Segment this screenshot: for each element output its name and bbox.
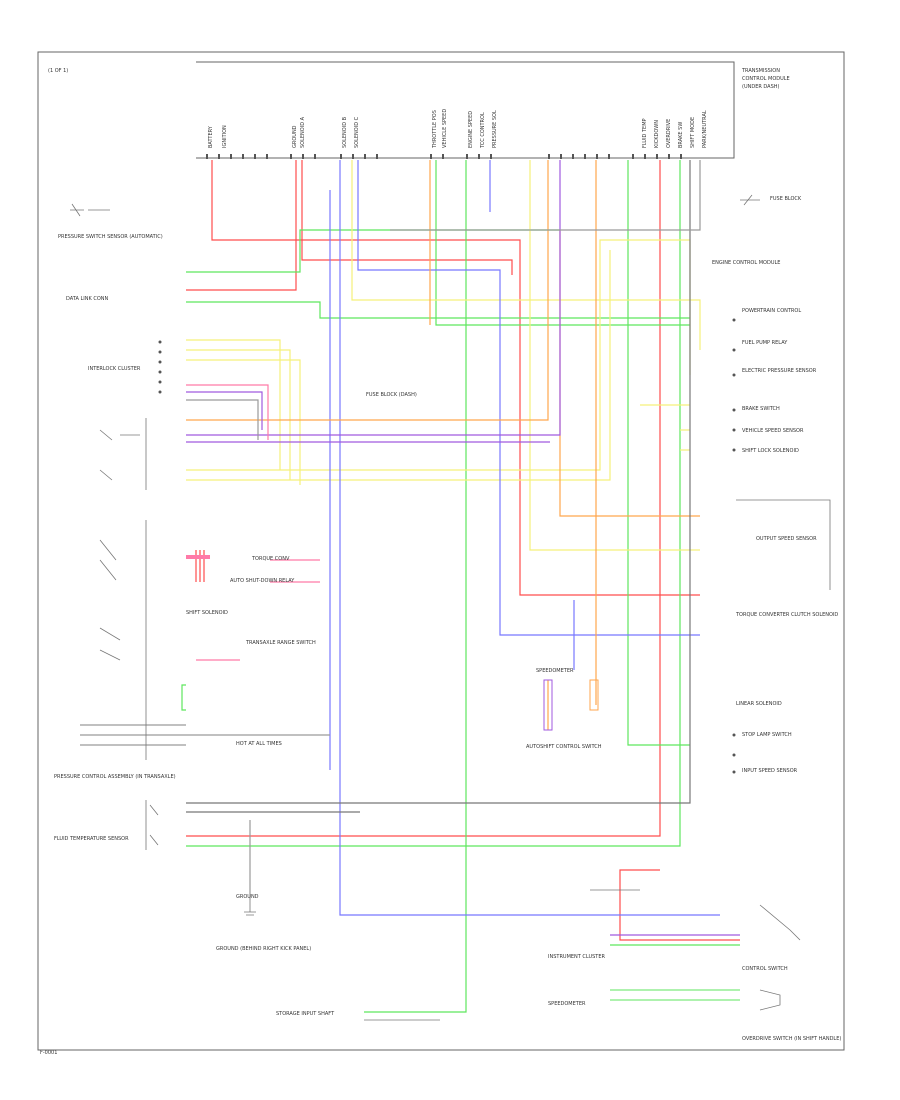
comp-shift-lock: SHIFT LOCK SOLENOID [742, 448, 799, 454]
wire-gray [186, 399, 259, 440]
comp-tcc-solenoid: TORQUE CONVERTER CLUTCH SOLENOID [735, 612, 838, 618]
wire-green [627, 160, 690, 746]
pin-label-tcc: TCC CONTROL [480, 112, 486, 149]
comp-fuse-block-right: FUSE BLOCK [770, 196, 802, 202]
comp-instrument-cluster: INSTRUMENT CLUSTER [548, 954, 606, 960]
comp-ecm: ENGINE CONTROL MODULE [712, 260, 780, 266]
comp-pressure-control: PRESSURE CONTROL ASSEMBLY (IN TRANSAXLE) [54, 774, 176, 780]
comp-fluid-temp: FLUID TEMPERATURE SENSOR [54, 836, 129, 842]
wire-red [195, 550, 205, 582]
wire-red [301, 160, 513, 275]
comp-linear-solenoid: LINEAR SOLENOID [736, 701, 782, 707]
wire-red [211, 160, 700, 596]
comp-range-switch: TRANSAXLE RANGE SWITCH [245, 640, 316, 646]
comp-shift-solenoid: SHIFT SOLENOID [186, 610, 228, 616]
pin-label-shift-mode: SHIFT MODE [690, 117, 696, 148]
wire-orange [559, 230, 700, 517]
pin-label-ground: GROUND [292, 125, 298, 148]
comp-control-switch: CONTROL SWITCH [742, 966, 788, 972]
bottom-components: GROUND (BEHIND RIGHT KICK PANEL) STORAGE… [216, 889, 841, 1042]
pin-label-sol-c: SOLENOID C [354, 116, 360, 148]
comp-stop-lamp: STOP LAMP SWITCH [742, 732, 792, 738]
wire-purple [186, 160, 561, 436]
module-label-3: (UNDER DASH) [742, 84, 780, 90]
comp-pressure-sensor: ELECTRIC PRESSURE SENSOR [742, 368, 817, 374]
comp-torque-conv: TORQUE CONV [251, 556, 290, 562]
pin-label-ignition: IGNITION [222, 125, 228, 148]
wire-green [181, 684, 186, 711]
wire-green [435, 160, 690, 326]
wire-green [186, 160, 681, 847]
comp-brake-switch: BRAKE SWITCH [742, 406, 780, 412]
comp-speedometer: SPEEDOMETER [548, 1001, 586, 1007]
comp-vss: VEHICLE SPEED SENSOR [742, 428, 804, 434]
footer-code: F-0001 [40, 1050, 57, 1056]
right-components: FUSE BLOCK ENGINE CONTROL MODULE POWERTR… [712, 194, 838, 774]
module-pin-row [206, 154, 682, 159]
wire-red [186, 160, 661, 837]
comp-ground-center: GROUND [236, 894, 259, 900]
pin-label-tps: THROTTLE POS [432, 110, 438, 149]
wire-blue [339, 160, 720, 916]
diagram-frame [37, 51, 845, 1051]
pin-label-od: OVERDRIVE [666, 119, 672, 148]
pin-label-rpm: ENGINE SPEED [468, 111, 474, 148]
pin-label-brake: BRAKE SW [678, 122, 684, 148]
pin-label-pcs: PRESSURE SOL [492, 110, 498, 148]
wire-gray [390, 160, 701, 231]
wire-orange [186, 160, 549, 421]
wire-gray [186, 160, 691, 804]
wire-green [186, 301, 690, 319]
comp-output-speed: OUTPUT SPEED SENSOR [756, 536, 817, 542]
wire-yellow [640, 404, 690, 451]
wire-yellow [529, 160, 700, 551]
pin-label-temp: FLUID TEMP [642, 118, 648, 148]
module-label-2: CONTROL MODULE [742, 76, 790, 82]
wire-yellow [186, 339, 281, 470]
comp-fuse-block-dash: FUSE BLOCK (DASH) [366, 392, 417, 398]
comp-asd-relay: AUTO SHUT-DOWN RELAY [230, 578, 295, 584]
wire-purple [186, 391, 263, 430]
wire-red [619, 869, 740, 941]
wire-green [186, 229, 560, 273]
wire-harness [80, 160, 740, 1013]
center-components: FUSE BLOCK (DASH) TORQUE CONV AUTO SHUT-… [186, 392, 602, 900]
comp-ground-kick: GROUND (BEHIND RIGHT KICK PANEL) [216, 946, 311, 952]
connector-block-right [732, 318, 736, 774]
comp-od-switch: OVERDRIVE SWITCH (IN SHIFT HANDLE) [742, 1036, 841, 1042]
comp-powertrain-control: POWERTRAIN CONTROL [742, 308, 801, 314]
pin-label-sol-b: SOLENOID B [342, 116, 348, 148]
comp-fuel-pump-relay: FUEL PUMP RELAY [742, 340, 788, 346]
header-note: (1 OF 1) [48, 68, 68, 74]
comp-interlock: INTERLOCK CLUSTER [88, 366, 141, 372]
connector-block-1 [158, 340, 162, 394]
wire-pink [186, 384, 269, 440]
wire-blue [357, 160, 700, 636]
comp-autoshift-switch: AUTOSHIFT CONTROL SWITCH [526, 744, 602, 750]
comp-input-speed: INPUT SPEED SENSOR [742, 768, 798, 774]
pin-label-vss: VEHICLE SPEED [442, 109, 448, 148]
comp-speedometer-center: SPEEDOMETER [536, 668, 574, 674]
wire-yellow [186, 359, 301, 485]
wire-yellow [186, 250, 611, 481]
pin-label-battery: BATTERY [208, 125, 214, 148]
wire-green [364, 160, 467, 1013]
pin-label-kickdown: KICKDOWN [654, 120, 660, 148]
wire-gray [80, 724, 186, 746]
left-components: PRESSURE SWITCH SENSOR (AUTOMATIC) DATA … [54, 203, 316, 850]
wire-yellow [186, 349, 291, 480]
module-label-1: TRANSMISSION [741, 68, 780, 74]
pin-label-pn: PARK/NEUTRAL [702, 110, 708, 148]
wire-red [186, 160, 297, 291]
pin-label-sol-a: SOLENOID A [300, 116, 306, 148]
comp-data-link: DATA LINK CONN [66, 296, 109, 302]
control-module: TRANSMISSION CONTROL MODULE (UNDER DASH)… [196, 61, 790, 159]
wire-yellow [351, 160, 701, 350]
comp-hot-all-times: HOT AT ALL TIMES [236, 741, 282, 747]
wire-pink [270, 559, 320, 583]
comp-input-shaft: STORAGE INPUT SHAFT [276, 1011, 335, 1017]
comp-pressure-switch: PRESSURE SWITCH SENSOR (AUTOMATIC) [58, 234, 163, 240]
